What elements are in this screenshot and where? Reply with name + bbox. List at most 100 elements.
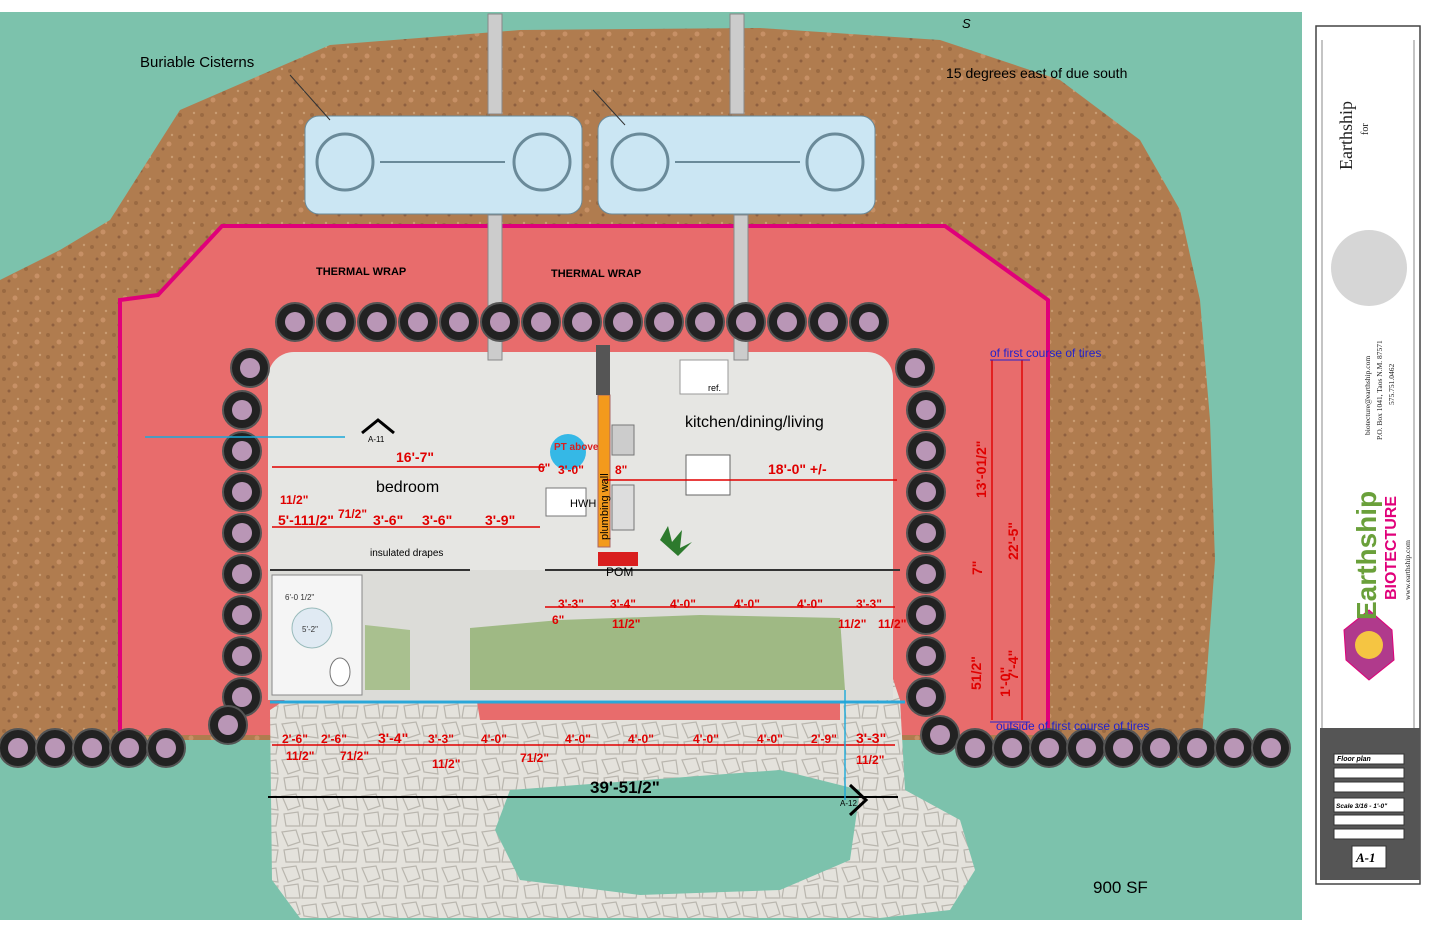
cistern-left <box>304 115 583 215</box>
tire <box>849 302 889 342</box>
bath-dim-2: 5'-2" <box>302 625 318 634</box>
pipe-right <box>729 13 745 115</box>
scale-label: Scale 3/16 - 1'-0" <box>1336 803 1388 810</box>
thermal-wrap-edge <box>118 224 1050 735</box>
window-bay-dimension-label: 3'-3" <box>856 597 882 611</box>
greenhouse-dimension-label: 4'-0" <box>481 732 507 746</box>
tire <box>398 302 438 342</box>
tire <box>955 728 995 768</box>
title-text: Earthship <box>1336 101 1356 170</box>
tire <box>208 705 248 745</box>
kitchen-label: kitchen/dining/living <box>685 414 824 431</box>
address-line-3: 575.751.0462 <box>1387 364 1396 406</box>
hwh-label: HWH <box>570 498 596 510</box>
tire <box>906 431 946 471</box>
window-bay-dimension-label: 3'-4" <box>610 597 636 611</box>
logo-text-top: Earthship <box>1351 491 1382 620</box>
toilet-icon <box>329 657 351 687</box>
greenhouse-dimension-label: 2'-6" <box>282 732 308 746</box>
tire <box>1029 728 1069 768</box>
tire <box>685 302 725 342</box>
tire <box>1177 728 1217 768</box>
tire <box>906 677 946 717</box>
ref-label: ref. <box>708 383 721 393</box>
greenhouse-dimension-label: 2'-6" <box>321 732 347 746</box>
tire <box>222 513 262 553</box>
vertical-dimension-label: 1'-0" <box>997 667 1013 697</box>
outside-first-course-label: outside of first course of tires <box>996 719 1149 733</box>
tire <box>906 554 946 594</box>
dim-6-b: 6" <box>552 613 564 627</box>
pt-above-label: PT above <box>554 442 599 453</box>
window-bay-dimension-label: 4'-0" <box>670 597 696 611</box>
bath-planter <box>365 625 410 690</box>
logo-text-bottom: BIOTECTURE <box>1383 496 1400 600</box>
first-course-label: of first course of tires <box>990 346 1101 360</box>
dimension-lines <box>272 360 1023 746</box>
window-bay-dimension-label: 4'-0" <box>734 597 760 611</box>
lower-half-label: 11/2" <box>432 757 460 771</box>
section-a11-label: A-11 <box>368 435 385 444</box>
orientation-label: 15 degrees east of due south <box>946 65 1127 81</box>
vertical-dimension-label: 7" <box>969 561 985 575</box>
tire <box>222 390 262 430</box>
bedroom-width-dim: 16'-7" <box>396 449 434 465</box>
kitchen-width-dim: 18'-0" +/- <box>768 461 827 477</box>
tire <box>222 472 262 512</box>
thermal-wrap-label-right: THERMAL WRAP <box>551 268 641 280</box>
tire <box>521 302 561 342</box>
tire <box>726 302 766 342</box>
greenhouse-dimension-label: 4'-0" <box>565 732 591 746</box>
lower-half-label: 11/2" <box>286 749 314 763</box>
dim-3-0: 3'-0" <box>558 463 584 477</box>
upper-dimension-label: 3'-6" <box>373 512 403 528</box>
tire <box>767 302 807 342</box>
tire <box>992 728 1032 768</box>
greenhouse-planter <box>470 615 845 690</box>
vertical-dimension-label: 7'-4" <box>1005 650 1021 680</box>
address-line-1: biotecture@earthship.com <box>1363 356 1372 435</box>
tire <box>316 302 356 342</box>
upper-dimension-label: 3'-6" <box>422 512 452 528</box>
sheet-label: Floor plan <box>1337 756 1371 763</box>
tire <box>275 302 315 342</box>
tire <box>1214 728 1254 768</box>
vertical-dimension-label: 13'-01/2" <box>973 441 989 498</box>
client-logo-placeholder <box>1331 230 1407 306</box>
lower-half-label: 11/2" <box>856 753 884 767</box>
greenhouse-dimension-label: 4'-0" <box>693 732 719 746</box>
pom-label: POM <box>606 565 633 579</box>
fridge-icon <box>679 359 729 395</box>
hwh-icon <box>545 487 587 517</box>
section-a12-label: A-12 <box>840 799 857 808</box>
lower-half-label: 71/2" <box>340 749 369 763</box>
pt-tank-icon <box>550 434 586 470</box>
upper-dimension-label: 11/2" <box>280 493 308 507</box>
cistern-right <box>597 115 876 215</box>
section-marker-a11 <box>361 418 395 435</box>
tire <box>439 302 479 342</box>
title-block <box>1315 25 1421 885</box>
tire <box>906 636 946 676</box>
pom-panel <box>598 552 638 566</box>
website-text: www.earthship.com <box>1403 540 1412 600</box>
address-line-2: P.O. Box 1041, Taos N.M. 87571 <box>1375 340 1384 440</box>
greenhouse-dimension-label: 2'-9" <box>811 732 837 746</box>
tire <box>906 390 946 430</box>
shower-icon <box>291 607 333 649</box>
plumbing-wall-label: plumbing wall <box>599 473 611 540</box>
tire <box>230 348 270 388</box>
tire <box>222 595 262 635</box>
tire <box>222 431 262 471</box>
dimension-labels: 11/2"5'-111/2"71/2"3'-6"3'-6"3'-9"3'-3"3… <box>278 441 1021 771</box>
bath-dim-1: 6'-0 1/2" <box>285 593 314 602</box>
sheet-number: A-1 <box>1355 850 1376 865</box>
cistern-leader-1 <box>289 74 331 121</box>
half-inch-label: 11/2" <box>612 617 640 631</box>
window-bay-dimension-label: 3'-3" <box>558 597 584 611</box>
chimney-icon <box>596 345 610 395</box>
area-label: 900 SF <box>1093 878 1148 897</box>
section-marker-a12 <box>848 783 869 817</box>
